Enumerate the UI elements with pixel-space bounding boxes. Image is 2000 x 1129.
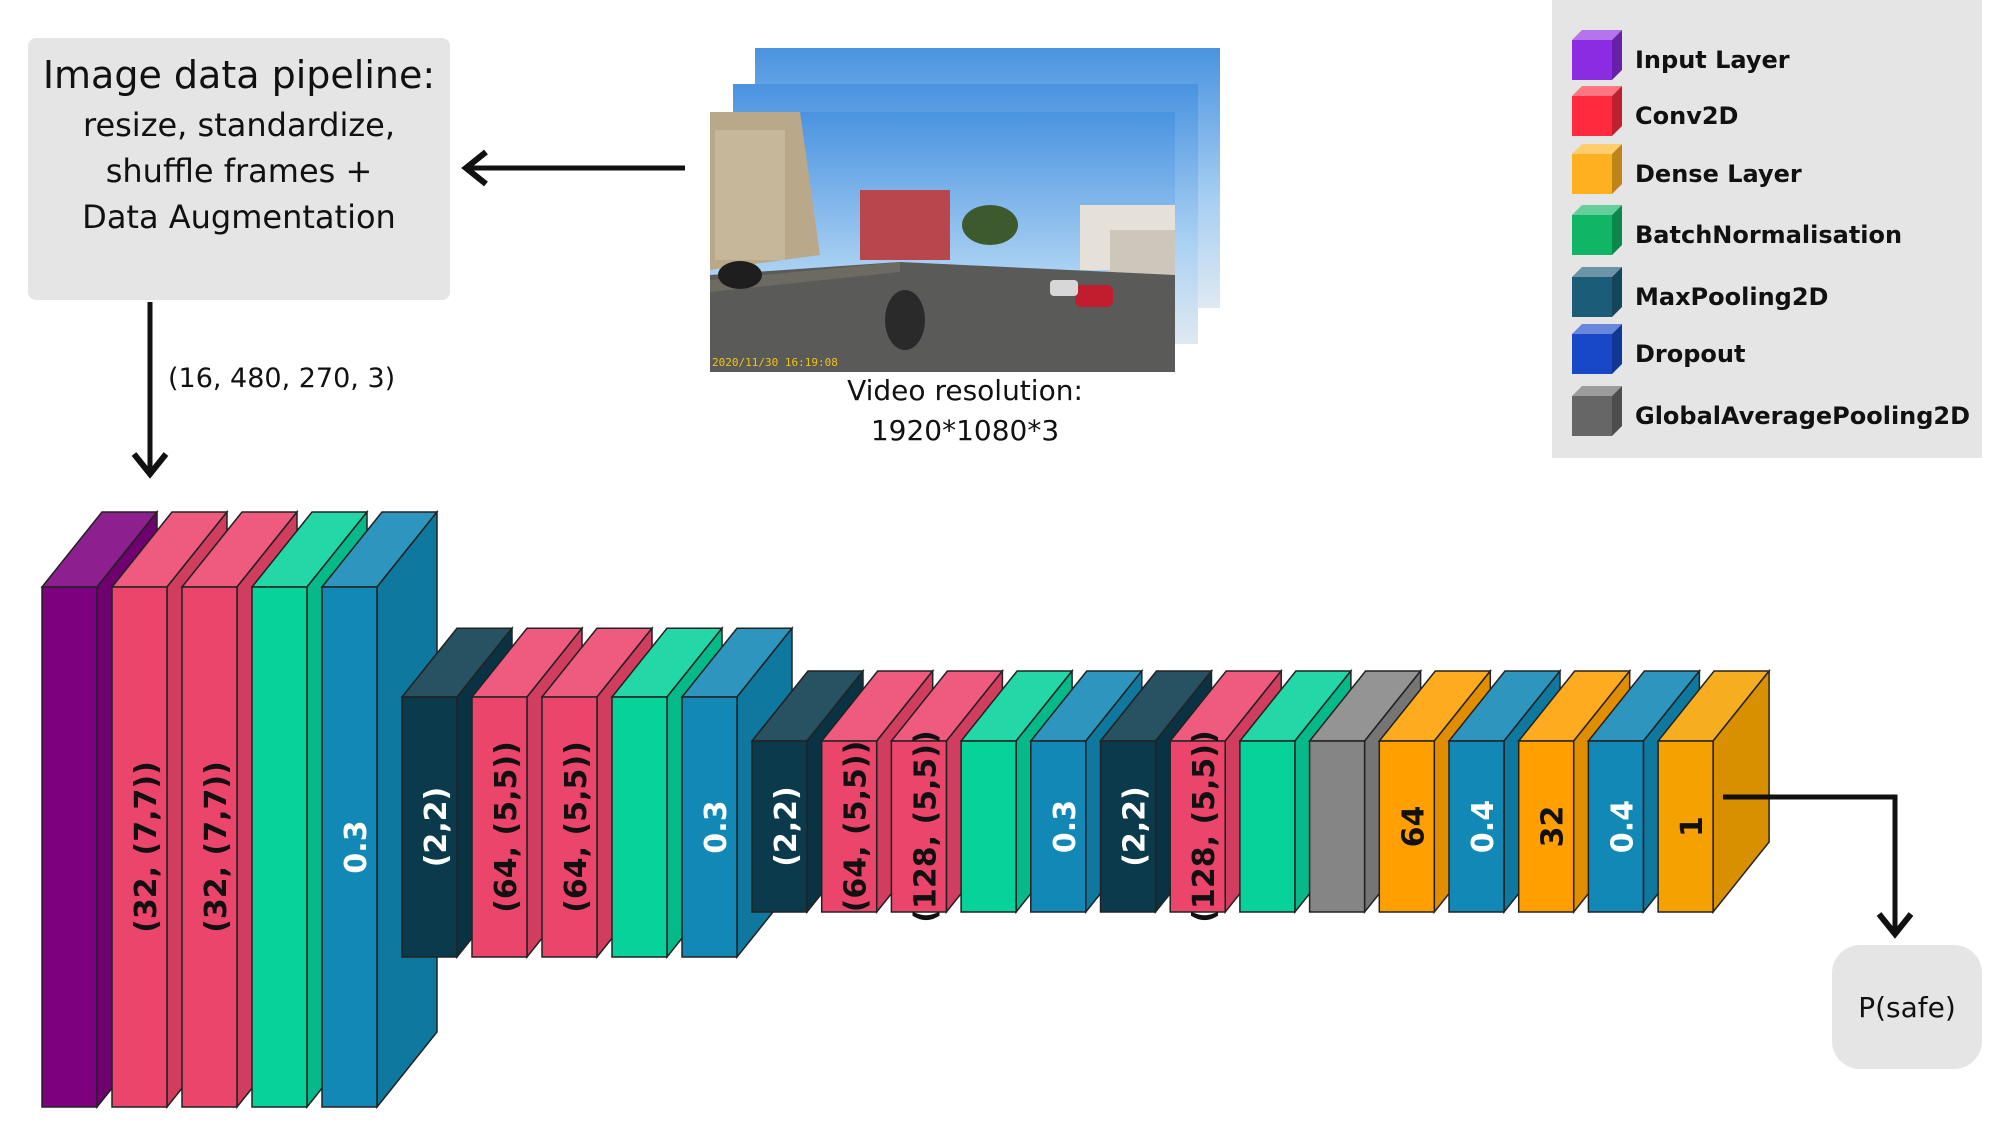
legend-item: GlobalAveragePooling2D bbox=[1572, 386, 1970, 436]
layer-label: (64, (5,5)) bbox=[839, 741, 874, 913]
layer-block-dense_out bbox=[1656, 668, 1771, 915]
layer-label: 0.3 bbox=[1048, 800, 1083, 853]
layer-label: 32 bbox=[1536, 806, 1571, 848]
layer-label: (64, (5,5)) bbox=[489, 741, 524, 913]
legend-item: Conv2D bbox=[1572, 86, 1738, 136]
layer-label: (32, (7,7)) bbox=[199, 761, 234, 933]
layer-label: 1 bbox=[1675, 816, 1710, 837]
legend-item: Input Layer bbox=[1572, 30, 1790, 80]
legend-cube-icon bbox=[1572, 386, 1622, 436]
pipeline-box: Image data pipeline: resize, standardize… bbox=[28, 38, 450, 300]
output-box: P(safe) bbox=[1832, 945, 1982, 1069]
legend-item: BatchNormalisation bbox=[1572, 205, 1902, 255]
legend-cube-icon bbox=[1572, 30, 1622, 80]
layer-label: 0.4 bbox=[1605, 800, 1640, 853]
legend-item: Dense Layer bbox=[1572, 144, 1802, 194]
pipeline-line-1: resize, standardize, bbox=[83, 106, 395, 144]
legend-cube-icon bbox=[1572, 267, 1622, 317]
output-arrow bbox=[1723, 794, 1914, 939]
layer-label: (32, (7,7)) bbox=[129, 761, 164, 933]
pipeline-title: Image data pipeline: bbox=[43, 53, 435, 97]
legend-label: Dropout bbox=[1635, 340, 1745, 368]
layer-label: (2,2) bbox=[769, 786, 804, 867]
output-label: P(safe) bbox=[1858, 991, 1956, 1024]
legend-item: MaxPooling2D bbox=[1572, 267, 1828, 317]
legend-label: Dense Layer bbox=[1635, 160, 1802, 188]
legend-label: Input Layer bbox=[1635, 46, 1790, 74]
input-shape-label: (16, 480, 270, 3) bbox=[168, 363, 395, 394]
legend-cube-icon bbox=[1572, 144, 1622, 194]
legend-label: MaxPooling2D bbox=[1635, 283, 1828, 311]
video-caption-line-1: Video resolution: bbox=[847, 374, 1083, 407]
network-layers: (32, (7,7)) (32, (7,7)) 0.3 (2,2) (64, (5,5)… bbox=[40, 509, 1771, 1110]
video-caption-line-2: 1920*1080*3 bbox=[871, 414, 1059, 447]
pipeline-line-3: Data Augmentation bbox=[82, 198, 396, 236]
layer-label: 0.3 bbox=[339, 820, 374, 873]
legend-cube-icon bbox=[1572, 86, 1622, 136]
legend-label: Conv2D bbox=[1635, 102, 1738, 130]
layer-block-dropout bbox=[320, 509, 439, 1110]
layer-label: 0.4 bbox=[1466, 800, 1501, 853]
video-frame-front: 2020/11/30 16:19:08 bbox=[710, 112, 1175, 372]
legend-cube-icon bbox=[1572, 205, 1622, 255]
legend-item: Dropout bbox=[1572, 324, 1745, 374]
legend-cube-icon bbox=[1572, 324, 1622, 374]
legend-label: BatchNormalisation bbox=[1635, 221, 1902, 249]
pipeline-line-2: shuffle frames + bbox=[106, 152, 373, 190]
layer-label: (2,2) bbox=[1118, 786, 1153, 867]
layer-label: 0.3 bbox=[699, 800, 734, 853]
layer-label: (64, (5,5)) bbox=[559, 741, 594, 913]
layer-label: (128, (5,5)) bbox=[1187, 730, 1222, 922]
video-frames: 2020/11/30 16:19:08 Video resolution: 19… bbox=[710, 48, 1220, 447]
legend-label: GlobalAveragePooling2D bbox=[1635, 402, 1970, 430]
video-timestamp: 2020/11/30 16:19:08 bbox=[712, 356, 838, 369]
layer-label: (128, (5,5)) bbox=[908, 730, 943, 922]
layer-label: 64 bbox=[1396, 806, 1431, 848]
layer-label: (2,2) bbox=[419, 787, 454, 868]
